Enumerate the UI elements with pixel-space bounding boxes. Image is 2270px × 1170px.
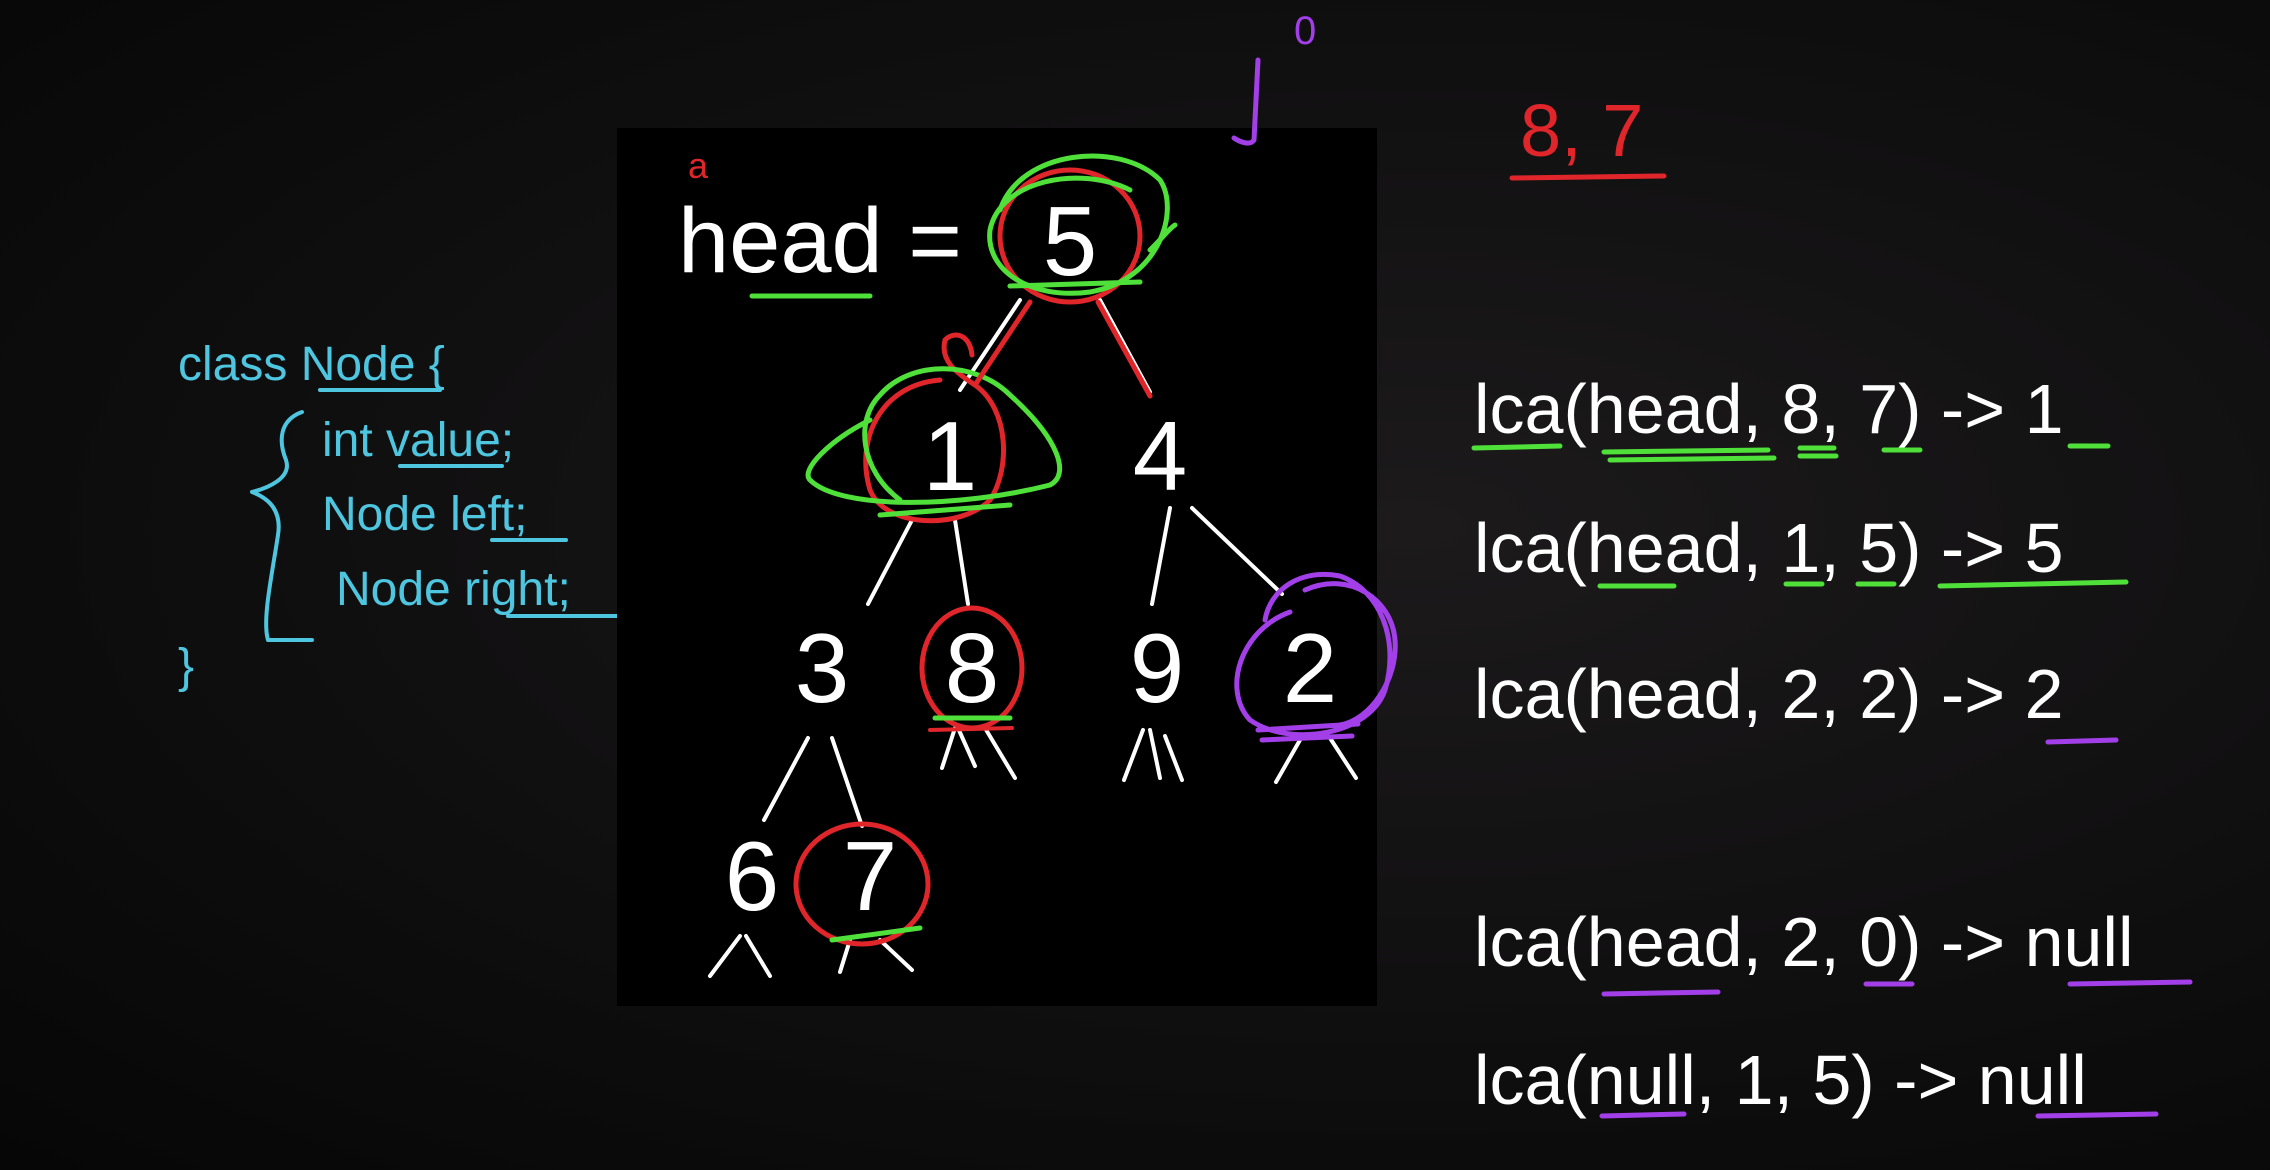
target-values-underline xyxy=(1509,173,1667,181)
tree-panel xyxy=(617,128,1377,1006)
example-1-underlines xyxy=(1471,443,2111,463)
node-8: 8 xyxy=(945,613,1000,723)
node-9: 9 xyxy=(1130,613,1185,723)
red-circle-node-5 xyxy=(997,167,1143,305)
null-stubs-2 xyxy=(1274,736,1358,784)
node-3: 3 xyxy=(795,613,850,723)
code-line-close: } xyxy=(178,640,194,693)
purple-zero-mark: 0 xyxy=(1294,9,1316,53)
example-5-underlines xyxy=(1599,1111,2159,1119)
red-circle-node-7 xyxy=(793,821,931,947)
purple-check-mark xyxy=(1231,57,1261,146)
edge-1-8 xyxy=(953,518,970,606)
purple-circle-node-2 xyxy=(1234,571,1398,743)
edge-1-3 xyxy=(866,518,914,606)
code-line-class: class Node { xyxy=(178,338,445,391)
null-stubs-6 xyxy=(708,934,772,978)
example-2-underlines xyxy=(1597,579,2129,589)
lca-examples: lca(head, 8, 7) -> 1 lca(head, 1, 5) -> … xyxy=(1471,370,2193,1119)
code-line-right: Node right; xyxy=(336,563,571,616)
node-7: 7 xyxy=(843,821,898,931)
green-circle-node-5 xyxy=(987,153,1178,296)
binary-tree: head = 5 1 4 3 8 9 2 6 7 xyxy=(678,145,1398,978)
target-values-note: 8, 7 xyxy=(1520,89,1643,172)
example-5: lca(null, 1, 5) -> null xyxy=(1474,1041,2087,1119)
node-1: 1 xyxy=(923,401,978,511)
example-3-underline xyxy=(2045,737,2119,745)
node-5: 5 xyxy=(1043,186,1098,296)
code-line-left: Node left; xyxy=(322,488,527,541)
example-3: lca(head, 2, 2) -> 2 xyxy=(1474,655,2064,733)
edge-3-6 xyxy=(762,736,810,822)
example-2: lca(head, 1, 5) -> 5 xyxy=(1474,509,2064,587)
red-underline-node-8 xyxy=(928,726,1014,732)
null-stubs-8 xyxy=(940,726,1017,780)
code-line-value: int value; xyxy=(322,414,514,467)
green-circle-node-1 xyxy=(805,366,1063,518)
small-red-mark: a xyxy=(688,145,709,186)
edge-5-1 xyxy=(958,298,1022,392)
edge-4-2 xyxy=(1190,506,1284,596)
left-brace-mark xyxy=(250,410,314,642)
node-4: 4 xyxy=(1133,401,1188,511)
edge-4-9 xyxy=(1150,506,1172,606)
example-1: lca(head, 8, 7) -> 1 xyxy=(1474,370,2064,448)
node-6: 6 xyxy=(725,821,780,931)
null-stubs-9 xyxy=(1122,728,1184,782)
green-underline-node-7 xyxy=(829,925,923,943)
red-path-edges xyxy=(972,299,1153,399)
example-4: lca(head, 2, 0) -> null xyxy=(1474,903,2134,981)
node-2: 2 xyxy=(1283,613,1338,723)
node-class-code: class Node { int value; Node left; Node … xyxy=(178,338,682,693)
example-4-underlines xyxy=(1601,979,2193,997)
edge-3-7 xyxy=(830,736,864,828)
head-label: head = xyxy=(678,190,962,292)
